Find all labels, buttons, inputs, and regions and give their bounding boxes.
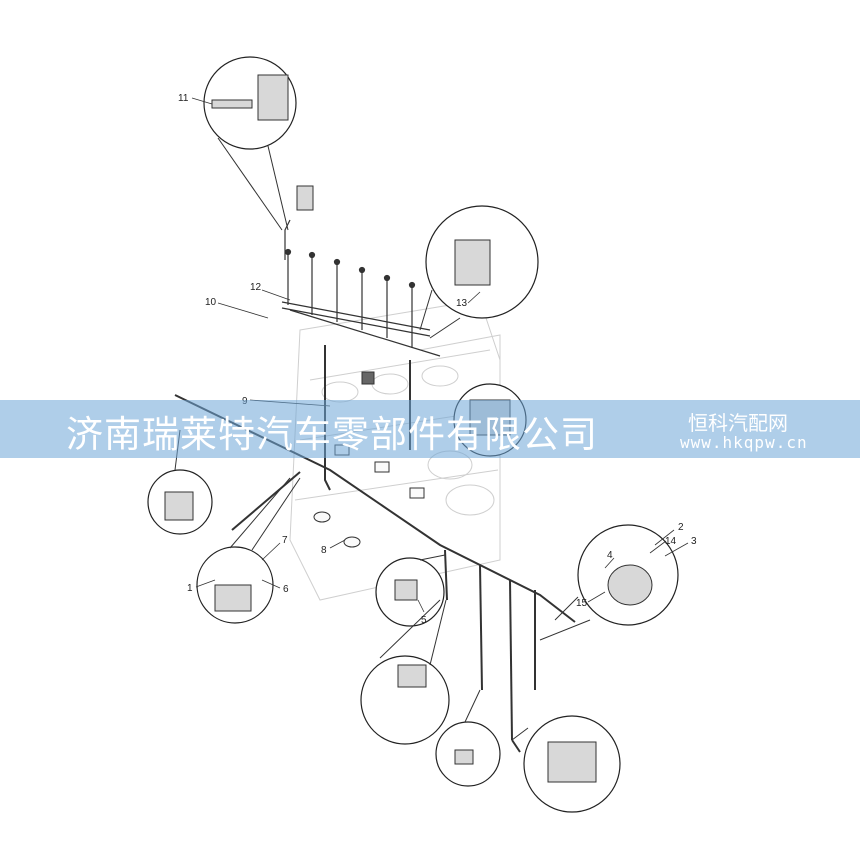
- callout-1: 1: [187, 583, 193, 594]
- callout-13: 13: [456, 298, 468, 309]
- sensor-plug-sketch: [296, 185, 314, 211]
- injector-harness-rail: [281, 219, 441, 357]
- watermark-site-url: www.hkqpw.cn: [680, 433, 808, 452]
- brackets: [313, 371, 425, 548]
- callout-5: 5: [421, 615, 427, 626]
- watermark-banner: [0, 400, 860, 458]
- callout-3: 3: [691, 536, 697, 547]
- callout-8: 8: [321, 545, 327, 556]
- callout-2: 2: [678, 522, 684, 533]
- callout-6: 6: [283, 584, 289, 595]
- harness-branches: [444, 549, 536, 753]
- fuel-pump-sketch: [547, 741, 597, 783]
- callout-labels: 1 2 3 4 5 6 7 8 9 10 11 12 13 14 15: [178, 93, 697, 626]
- callout-12: 12: [250, 282, 262, 293]
- throttle-body-sketch: [607, 564, 653, 606]
- ecu-module-sketch: [454, 239, 491, 286]
- detail-bubble-connector-lower: [360, 655, 450, 745]
- watermark-site-name: 恒科汽配网: [688, 411, 788, 435]
- callout-10: 10: [205, 297, 217, 308]
- bubble-leaders: [174, 137, 591, 741]
- watermark-company-name: 济南瑞莱特汽车零部件有限公司: [66, 413, 598, 456]
- callout-14: 14: [665, 536, 677, 547]
- ecu-connector-sketch: [257, 74, 289, 121]
- callout-7: 7: [282, 535, 288, 546]
- callout-11: 11: [178, 93, 189, 104]
- callout-4: 4: [607, 550, 613, 561]
- callout-15: 15: [576, 598, 588, 609]
